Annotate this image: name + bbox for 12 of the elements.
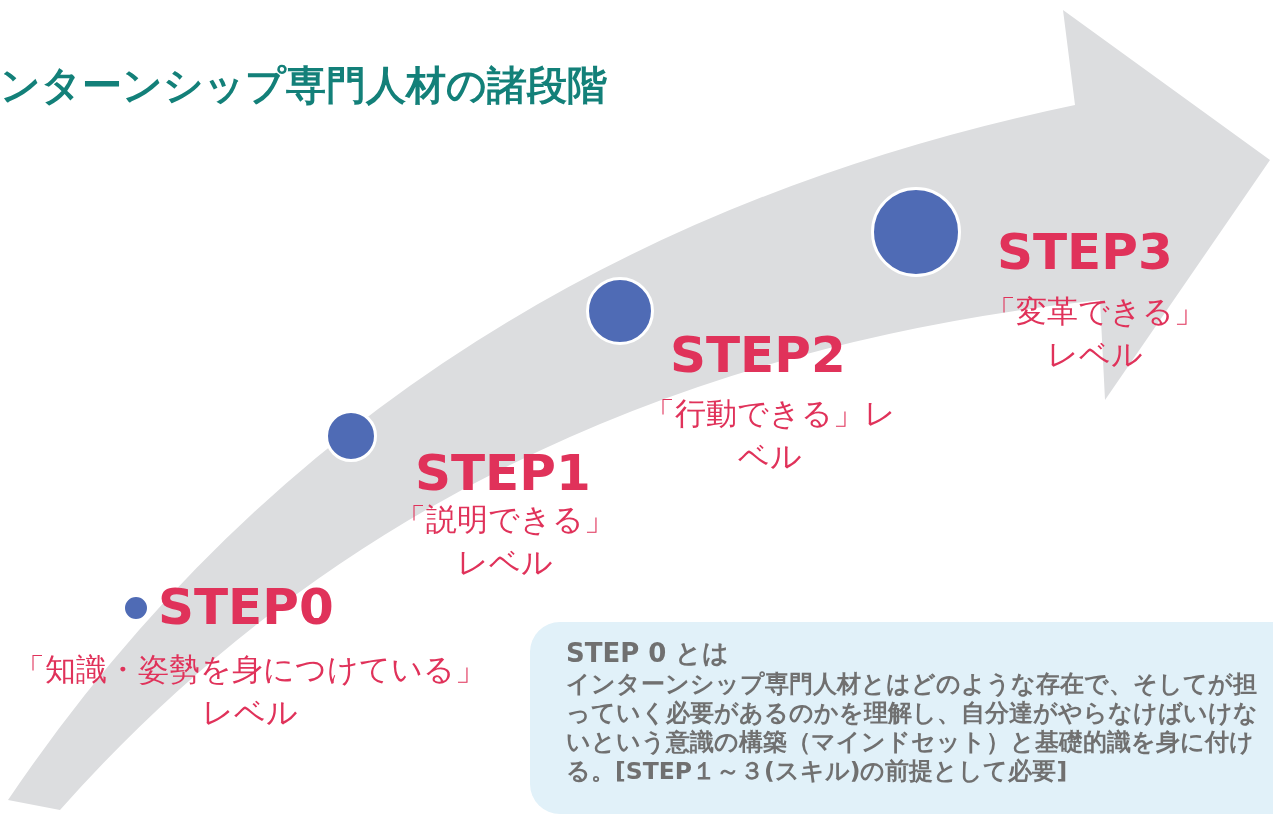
card-heading: STEP 0 とは [566,637,731,670]
info-card [530,622,1273,814]
step-label: STEP0 [158,582,334,632]
level-description: 「変革できる」レベル [984,292,1206,374]
level-description: 「行動できる」レベル [643,394,897,476]
step-label: STEP3 [997,227,1173,277]
step-label: STEP1 [415,448,591,498]
card-paragraph: インターンシップ専門人材とはどのような存在で、そしてが担っていく必要があるのかを理解し、自分達がやらなけばいけないという意識の構築（マインドセット）と基礎的識を身に付ける。[STEP１～３(スキル)の前提として必要] [566,670,1259,786]
level-description: 「説明できる」レベル [394,500,616,582]
title: ンターンシップ専門人材の諸段階 [0,61,607,110]
level-description: 「知識・姿勢を身につけている」レベル [13,650,487,732]
step-label: STEP2 [670,330,846,380]
